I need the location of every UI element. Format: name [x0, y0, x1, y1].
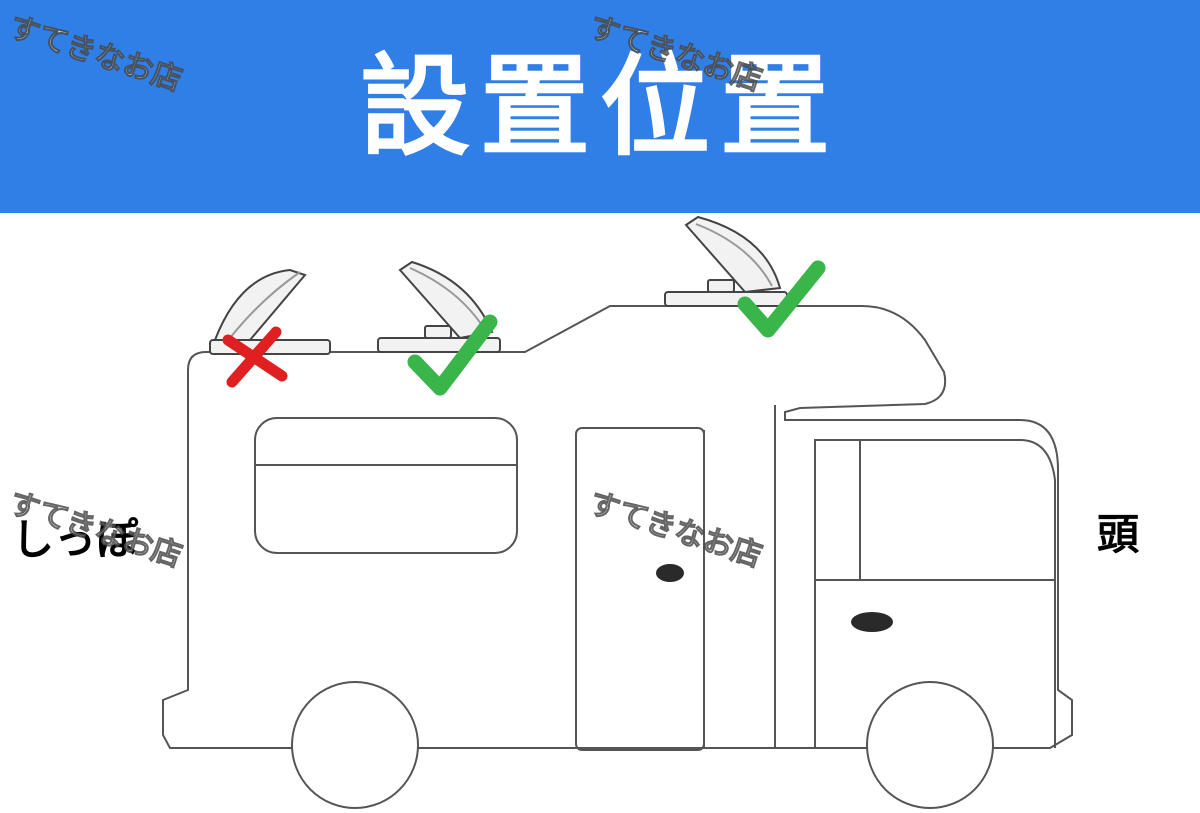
- rear-label: しっぽ: [12, 515, 139, 564]
- roof-vent-icon: [664, 215, 788, 307]
- roof-vent-icon: [377, 260, 501, 353]
- check-mark-icon: [407, 314, 498, 396]
- door-handle: [656, 564, 684, 582]
- side-window: [254, 417, 518, 554]
- cross-mark-icon: [222, 326, 288, 388]
- entry-door: [575, 427, 705, 751]
- camper-body-outline: [162, 305, 1073, 749]
- front-label: 頭: [1097, 510, 1140, 559]
- header-banner: 設置位置: [0, 0, 1200, 213]
- front-wheel: [866, 681, 994, 809]
- cab-door: [814, 439, 1056, 748]
- page-title: 設置位置: [360, 43, 840, 171]
- cab-door-handle: [851, 612, 893, 632]
- check-mark-icon: [737, 260, 826, 338]
- rear-wheel: [291, 681, 419, 809]
